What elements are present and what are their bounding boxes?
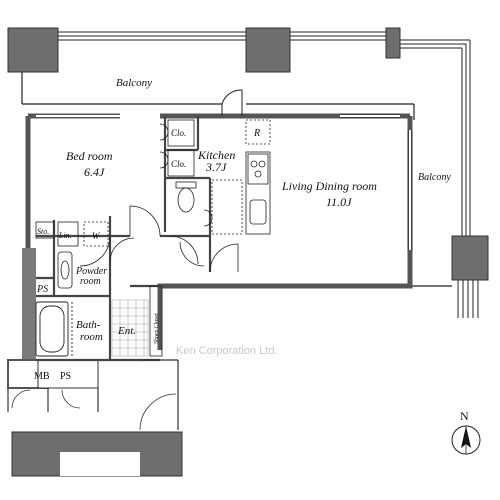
- label-storage: Sto.: [37, 227, 49, 236]
- column-top-right: [385, 27, 401, 59]
- top-balcony: [7, 27, 470, 105]
- label-bath-2: room: [80, 331, 103, 343]
- top-windows: [36, 113, 400, 119]
- watermark: Ken Corporation Ltd.: [176, 345, 278, 357]
- label-balcony-top: Balcony: [116, 77, 152, 89]
- label-ps-2: PS: [60, 371, 71, 382]
- label-washer: W: [92, 231, 101, 241]
- label-living-name: Living Dining room: [281, 179, 377, 193]
- label-closet-1: Clo.: [171, 128, 186, 138]
- label-kitchen-size: 3.7J: [205, 160, 227, 174]
- kitchen-fixtures: [211, 119, 271, 235]
- label-shoes-closet: Shoes Closet: [154, 313, 160, 344]
- balcony-door: [221, 89, 243, 116]
- label-meter-box: MB: [34, 371, 50, 382]
- right-window: [407, 130, 413, 250]
- label-ps-1: PS: [36, 284, 48, 295]
- column-top-middle: [245, 27, 291, 73]
- label-balcony-right: Balcony: [418, 172, 451, 183]
- compass-label: N: [460, 409, 469, 423]
- label-bedroom-name: Bed room: [66, 149, 113, 163]
- bathtub: [35, 301, 73, 357]
- doors: [79, 205, 239, 273]
- entrance-hall: [7, 359, 179, 431]
- closets: [159, 119, 195, 177]
- column-right: [451, 235, 489, 281]
- label-bedroom-size: 6.4J: [84, 165, 105, 179]
- label-kitchen-name: Kitchen: [197, 148, 235, 162]
- toilet: [169, 181, 213, 265]
- fridge-outline: [245, 119, 271, 145]
- label-powder-1: Powder: [75, 266, 107, 277]
- label-fridge: R: [253, 128, 260, 139]
- left-wall-pillar: [22, 248, 36, 360]
- column-top-left: [7, 27, 59, 73]
- laundry: [35, 221, 109, 247]
- entrance-tiles: [111, 299, 149, 357]
- label-living-size: 11.0J: [326, 195, 352, 209]
- label-closet-2: Clo.: [171, 159, 186, 169]
- right-balcony: [412, 40, 489, 318]
- compass-icon: [451, 425, 481, 455]
- powder-fixtures: [57, 237, 135, 289]
- shoes-closet-outline: [149, 285, 163, 357]
- label-entrance: Ent.: [117, 325, 136, 337]
- label-linen: Lin.: [58, 231, 72, 240]
- label-powder-2: room: [80, 276, 101, 287]
- label-bath-1: Bath-: [76, 319, 101, 331]
